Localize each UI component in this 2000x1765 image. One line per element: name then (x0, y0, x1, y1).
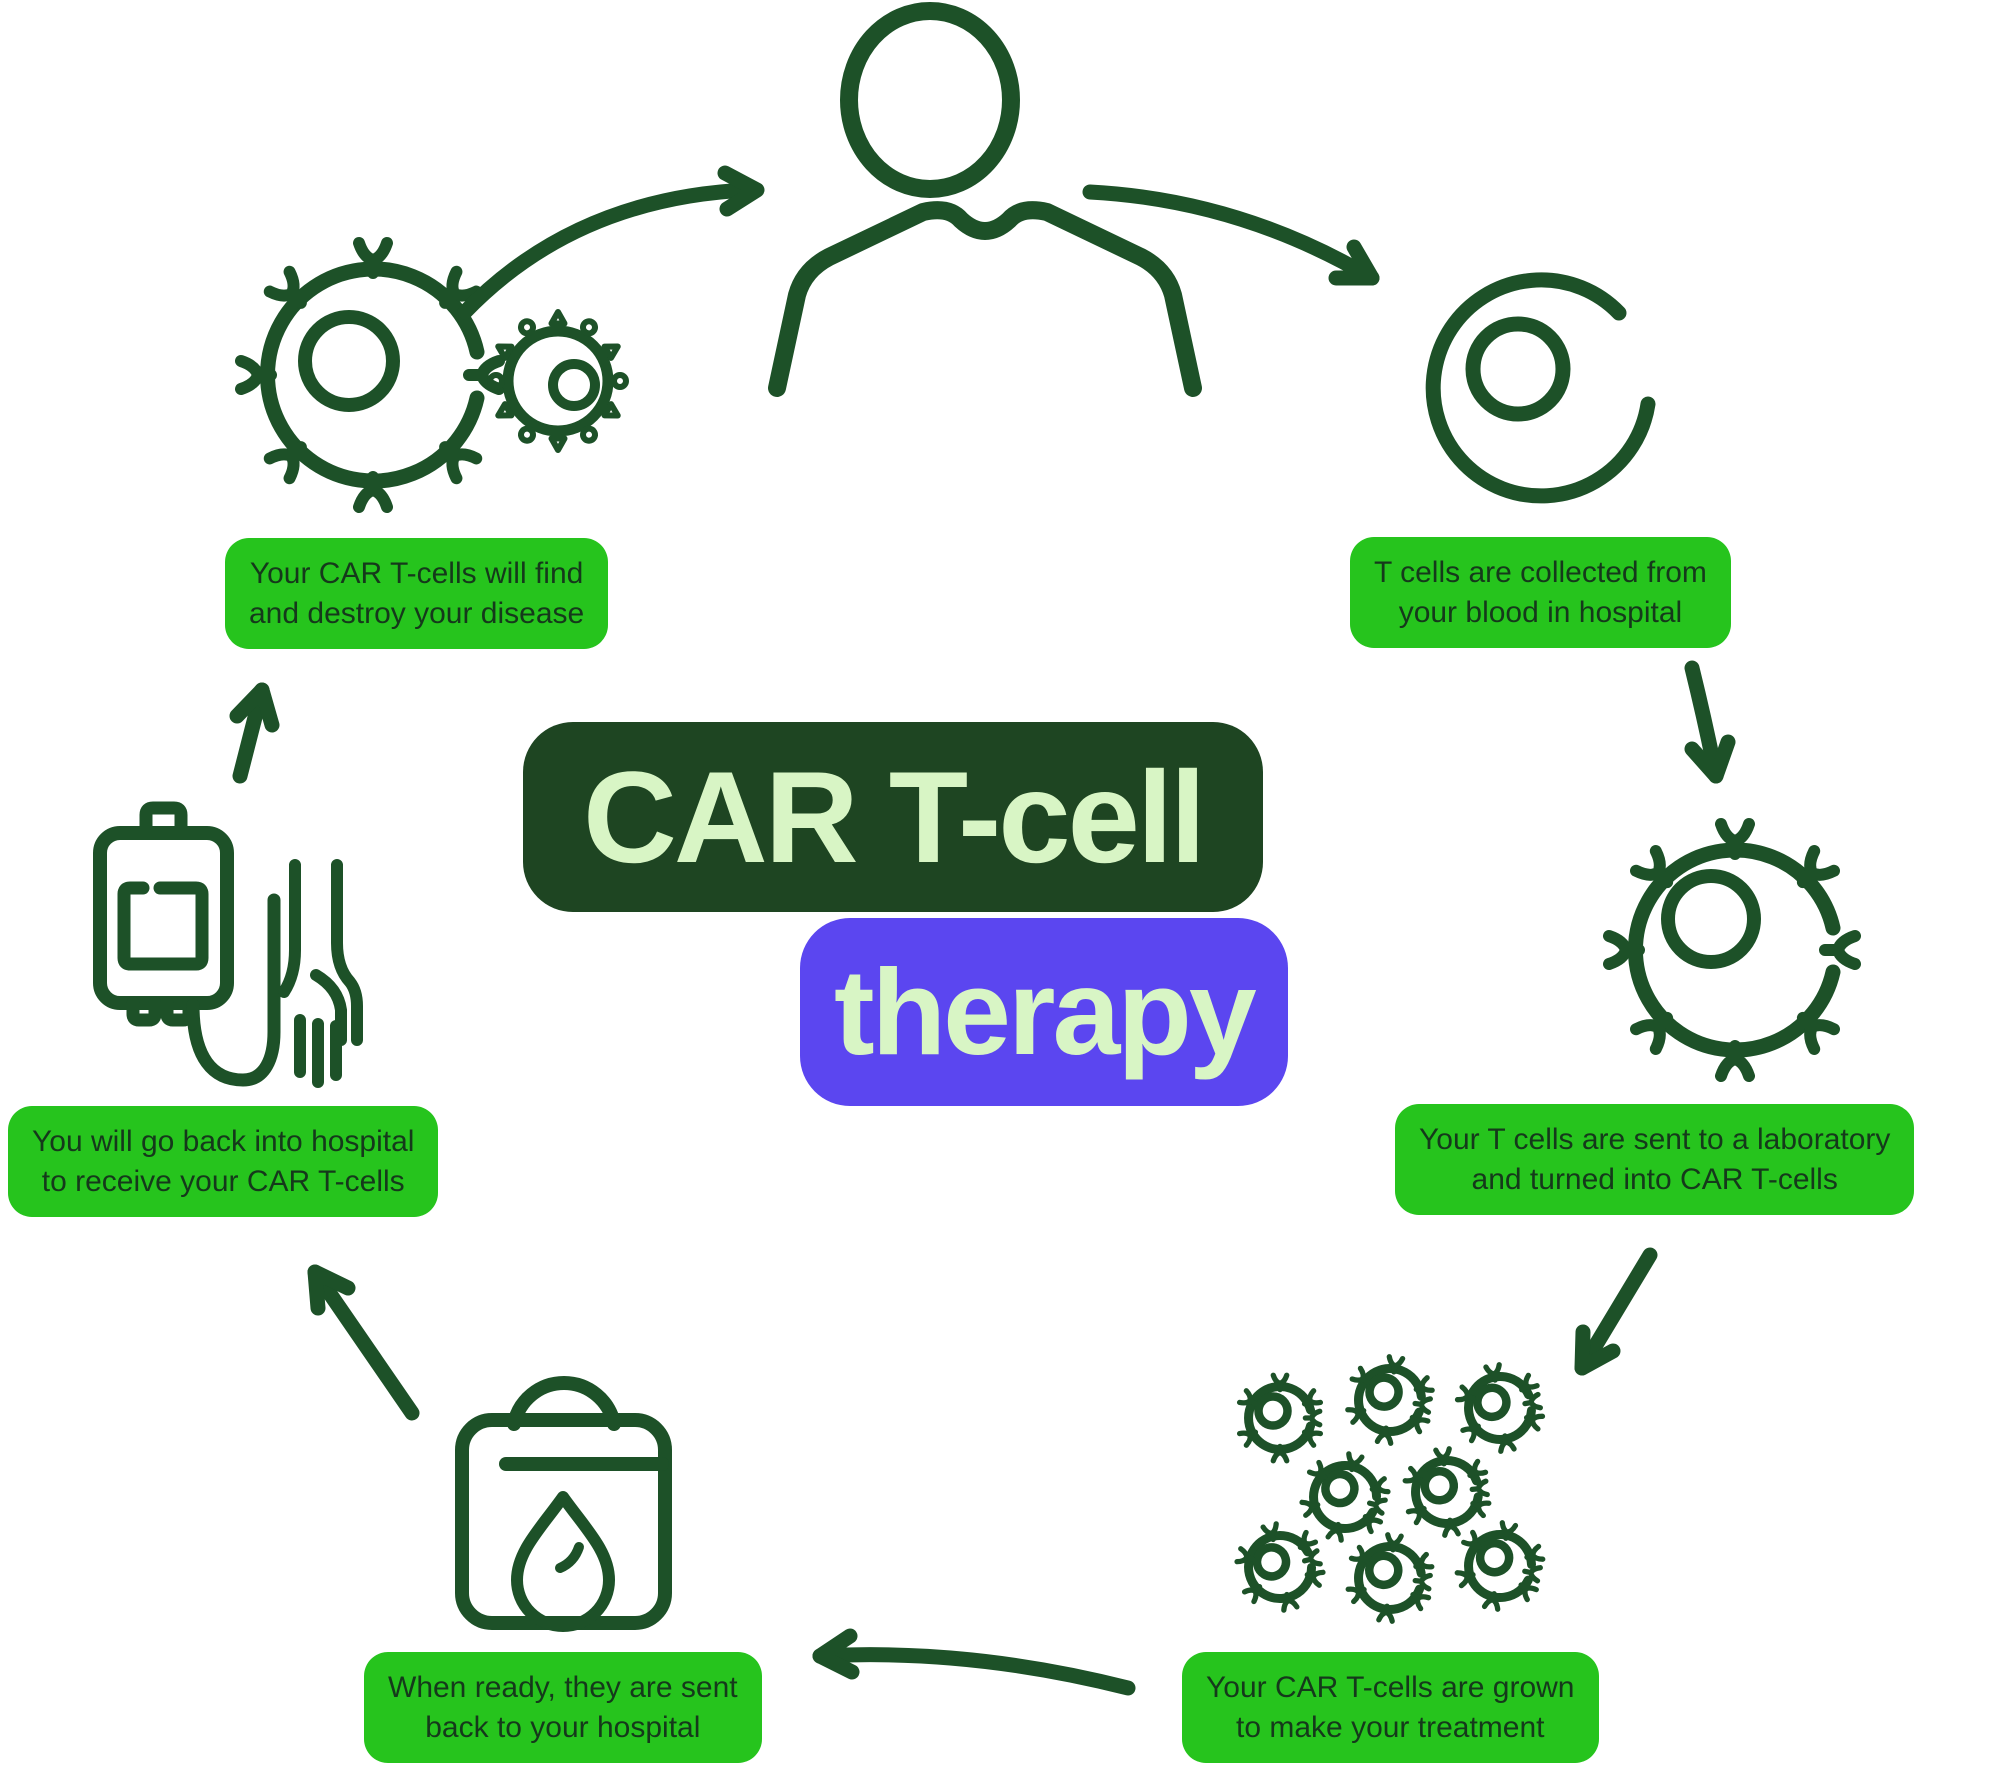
label-text: Your T cells are sent to a laboratory (1419, 1123, 1891, 1156)
bag-body (455, 1413, 672, 1630)
iv-bag-window (117, 881, 209, 971)
disease-cell (490, 312, 626, 450)
label-text: back to your hospital (425, 1710, 701, 1744)
arrow-bag-to-hospital (307, 1264, 420, 1421)
arrow-attack-to-person (457, 165, 765, 320)
arrow-person-to-collection (1082, 184, 1380, 286)
title-line-1: CAR T-cell (583, 744, 1206, 890)
title-car-t-cell: CAR T-cell (523, 722, 1264, 912)
arrow-growth-to-bag (812, 1628, 1136, 1696)
label-text: and destroy your disease (249, 596, 585, 630)
label-text: and turned into CAR T-cells (1471, 1162, 1838, 1196)
iv-tube (186, 893, 281, 1087)
infusion-icon (93, 801, 363, 1088)
label-destroy: Your CAR T-cells will find and destroy y… (225, 538, 609, 650)
cell-nucleus (1465, 316, 1571, 422)
label-convert: Your T cells are sent to a laboratory an… (1395, 1104, 1915, 1216)
person-head (840, 2, 1020, 198)
person-icon (768, 2, 1202, 397)
label-text: Your CAR T-cells are grown (1206, 1671, 1575, 1704)
blood-cell-icon (1425, 272, 1656, 504)
car-t-cell-icon (1609, 824, 1855, 1076)
label-text: to receive your CAR T-cells (41, 1164, 405, 1198)
droplet (511, 1491, 615, 1632)
attacker-nucleus (298, 310, 400, 412)
droplet-shine (555, 1542, 584, 1573)
cell-membrane (1425, 272, 1656, 504)
hand (278, 859, 363, 1088)
iv-bag-tab (139, 801, 188, 840)
cell-attack-icon (241, 243, 626, 507)
iv-bag-foot (126, 996, 162, 1027)
label-text: Your CAR T-cells will find (249, 557, 584, 590)
label-send-back: When ready, they are sent back to your h… (364, 1652, 762, 1764)
grown-cells-icon (1230, 1352, 1548, 1625)
person-shoulders (768, 201, 1202, 397)
label-text: You will go back into hospital (32, 1125, 415, 1158)
treatment-bag-icon (455, 1376, 672, 1632)
label-text: T cells are collected from (1374, 556, 1707, 589)
label-collect: T cells are collected from your blood in… (1350, 537, 1731, 649)
arrow-collection-to-lab (1684, 660, 1736, 784)
cell-nucleus (1661, 869, 1761, 969)
bag-handle (507, 1376, 621, 1431)
title-therapy: therapy (800, 918, 1288, 1106)
label-text: your blood in hospital (1398, 595, 1683, 629)
label-text: When ready, they are sent (388, 1671, 738, 1704)
label-text: to make your treatment (1236, 1710, 1545, 1744)
arrow-hospital-to-attack (229, 682, 280, 784)
flow-arrows (229, 165, 1736, 1696)
arrow-lab-to-growth (1574, 1247, 1658, 1376)
label-receive: You will go back into hospital to receiv… (8, 1106, 439, 1218)
label-grow: Your CAR T-cells are grown to make your … (1182, 1652, 1599, 1764)
title-line-2: therapy (834, 944, 1257, 1080)
